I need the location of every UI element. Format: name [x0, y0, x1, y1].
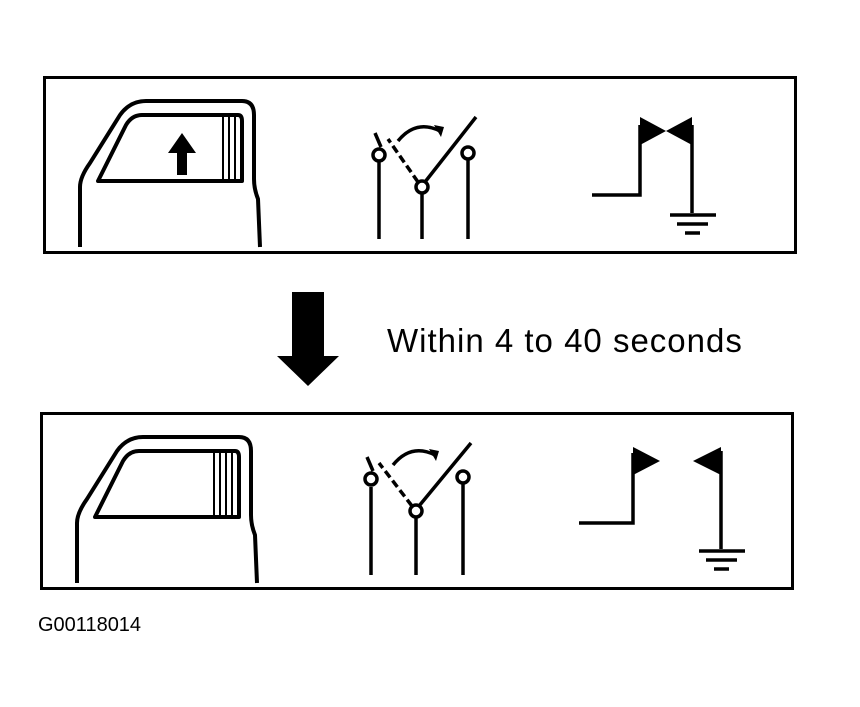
after-state-diagram	[75, 435, 745, 584]
relay-contact-closed-icon	[592, 117, 716, 235]
window-glass-shading	[213, 453, 233, 515]
door-window-icon	[75, 435, 259, 584]
relay-contact-open-icon	[579, 447, 745, 571]
before-state-diagram	[78, 99, 716, 248]
switch-closed-icon	[371, 115, 478, 239]
switch-closed-icon	[363, 441, 473, 575]
door-window-icon	[78, 99, 262, 248]
switch-motion-arrow-icon	[429, 449, 439, 461]
state-panel-after	[40, 412, 794, 590]
state-panel-before	[43, 76, 797, 254]
interval-label: Within 4 to 40 seconds	[387, 322, 743, 359]
window-up-arrow-icon	[168, 133, 196, 175]
switch-motion-arrow-icon	[434, 125, 444, 137]
down-arrow-icon	[277, 292, 339, 386]
window-glass-shading	[222, 117, 236, 179]
figure-id: G00118014	[38, 614, 142, 636]
